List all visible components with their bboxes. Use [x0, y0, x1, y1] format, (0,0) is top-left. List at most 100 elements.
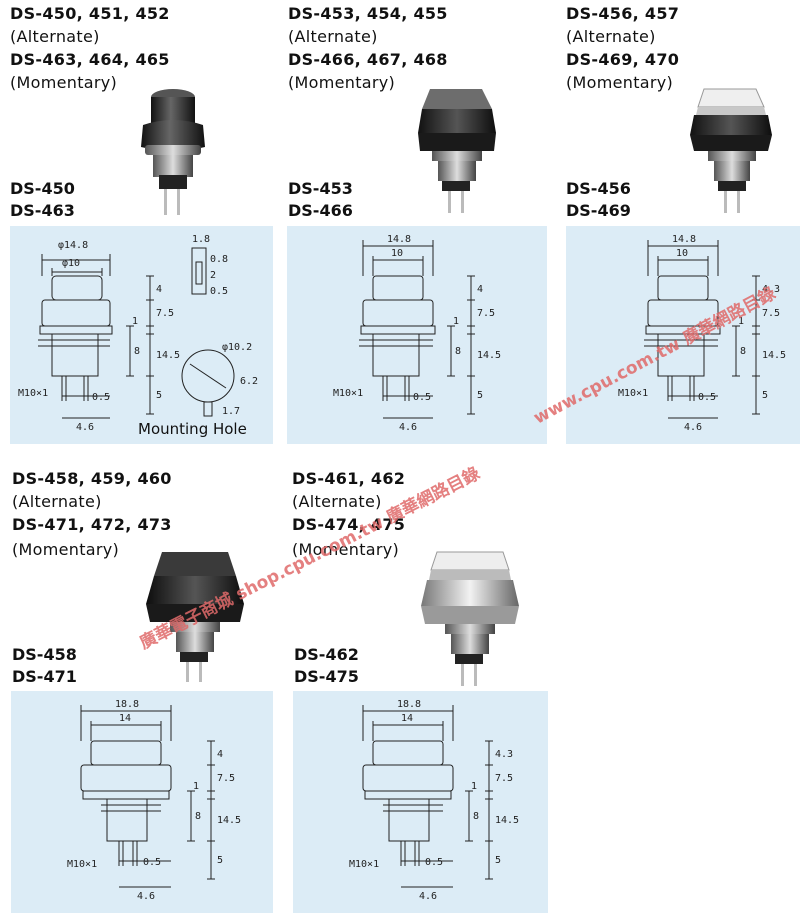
heading-line: (Momentary)	[292, 540, 400, 559]
model-label: DS-471	[12, 667, 77, 686]
dim-pin: 0.5	[92, 392, 110, 403]
dim-h5: 14.5	[156, 350, 180, 361]
dim-pin: 0.5	[413, 392, 431, 403]
dim-pitch: 4.6	[76, 422, 94, 433]
switch-photo-large-square	[146, 552, 244, 682]
dim-h4: 8	[455, 346, 461, 357]
heading-line: (Momentary)	[12, 540, 120, 559]
heading-line: DS-474, 475	[292, 515, 406, 534]
dimension-drawing: 14.8 10 4 7.5 1 8 14.5 5 M10×1 0.5 4.6	[287, 226, 547, 444]
dim-h3: 1	[453, 316, 459, 327]
heading-line: (Momentary)	[10, 73, 118, 92]
switch-photo-large-lit	[421, 551, 519, 686]
heading-line: (Momentary)	[288, 73, 396, 92]
dim-h5: 14.5	[762, 350, 786, 361]
dim-h2: 7.5	[217, 773, 235, 784]
dimension-drawing: 14.8 10 4.3 7.5 1 8 14.5 5 M10×1 0.5 4.6	[566, 226, 800, 444]
heading-line: DS-453, 454, 455	[288, 4, 448, 23]
model-label: DS-453	[288, 179, 353, 198]
hole-dia: φ10.2	[222, 342, 252, 353]
dim-h3: 1	[738, 316, 744, 327]
model-label: DS-475	[294, 667, 359, 686]
dim-h6: 5	[217, 855, 223, 866]
dim-h4: 8	[134, 346, 140, 357]
dim-h5: 14.5	[477, 350, 501, 361]
heading-line: (Alternate)	[292, 492, 382, 511]
dim-pitch: 4.6	[684, 422, 702, 433]
heading-line: (Alternate)	[10, 27, 100, 46]
heading-line: DS-458, 459, 460	[12, 469, 172, 488]
hole-flat: 6.2	[240, 376, 258, 387]
hole-slot-h: 2	[210, 270, 216, 281]
dim-inner: φ10	[62, 258, 80, 269]
hole-slot-off: 0.5	[210, 286, 228, 297]
dim-h2: 7.5	[156, 308, 174, 319]
model-label: DS-450	[10, 179, 75, 198]
dim-h3: 1	[132, 316, 138, 327]
dim-h1: 4.3	[762, 284, 780, 295]
dim-outer: 14.8	[387, 234, 411, 245]
model-label: DS-458	[12, 645, 77, 664]
model-label: DS-456	[566, 179, 631, 198]
dim-pitch: 4.6	[419, 891, 437, 902]
heading-line: DS-456, 457	[566, 4, 680, 23]
dim-h6: 5	[477, 390, 483, 401]
dim-pitch: 4.6	[137, 891, 155, 902]
hole-slot-w: 0.8	[210, 254, 228, 265]
dim-h5: 14.5	[217, 815, 241, 826]
dim-h5: 14.5	[495, 815, 519, 826]
dim-h4: 8	[195, 811, 201, 822]
heading-line: (Alternate)	[12, 492, 102, 511]
dim-thread: M10×1	[18, 388, 48, 399]
dim-h3: 1	[193, 781, 199, 792]
dim-inner: 10	[676, 248, 688, 259]
model-label: DS-469	[566, 201, 631, 220]
heading-line: DS-463, 464, 465	[10, 50, 170, 69]
dimension-drawing: 18.8 14 4 7.5 1 8 14.5 5 M10×1 0.5 4.6	[11, 691, 273, 913]
heading-line: DS-471, 472, 473	[12, 515, 172, 534]
dim-h1: 4.3	[495, 749, 513, 760]
model-label: DS-466	[288, 201, 353, 220]
dim-outer: 14.8	[672, 234, 696, 245]
dim-h1: 4	[477, 284, 483, 295]
dim-pin: 0.5	[143, 857, 161, 868]
switch-photo-round	[141, 89, 205, 215]
dim-pitch: 4.6	[399, 422, 417, 433]
switch-photo-square-lit	[690, 88, 772, 213]
hole-key-w: 1.7	[222, 406, 240, 417]
dim-h2: 7.5	[477, 308, 495, 319]
heading-line: (Momentary)	[566, 73, 674, 92]
dim-inner: 14	[401, 713, 413, 724]
model-label: DS-463	[10, 201, 75, 220]
dim-thread: M10×1	[349, 859, 379, 870]
hole-top-w: 1.8	[192, 234, 210, 245]
dim-inner: 14	[119, 713, 131, 724]
dim-h6: 5	[156, 390, 162, 401]
dim-h1: 4	[156, 284, 162, 295]
model-label: DS-462	[294, 645, 359, 664]
switch-photo-square	[418, 89, 496, 213]
dim-h6: 5	[762, 390, 768, 401]
dimension-drawing: 18.8 14 4.3 7.5 1 8 14.5 5 M10×1 0.5 4.6	[293, 691, 548, 913]
dim-h3: 1	[471, 781, 477, 792]
heading-line: (Alternate)	[566, 27, 656, 46]
heading-line: DS-469, 470	[566, 50, 680, 69]
heading-line: DS-450, 451, 452	[10, 4, 170, 23]
dim-thread: M10×1	[618, 388, 648, 399]
heading-line: DS-466, 467, 468	[288, 50, 448, 69]
dim-h2: 7.5	[495, 773, 513, 784]
dimension-drawing: φ14.8 φ10 4 7.5 1 8 14.5 5 M10×1 0.5 4.6…	[10, 226, 273, 444]
dim-pin: 0.5	[425, 857, 443, 868]
dim-h4: 8	[473, 811, 479, 822]
dim-thread: M10×1	[333, 388, 363, 399]
dim-inner: 10	[391, 248, 403, 259]
dim-h4: 8	[740, 346, 746, 357]
dim-pin: 0.5	[698, 392, 716, 403]
dim-h6: 5	[495, 855, 501, 866]
dim-outer: 18.8	[397, 699, 421, 710]
heading-line: (Alternate)	[288, 27, 378, 46]
dim-outer: 18.8	[115, 699, 139, 710]
heading-line: DS-461, 462	[292, 469, 406, 488]
mounting-hole-label: Mounting Hole	[138, 420, 247, 438]
dim-outer: φ14.8	[58, 240, 88, 251]
